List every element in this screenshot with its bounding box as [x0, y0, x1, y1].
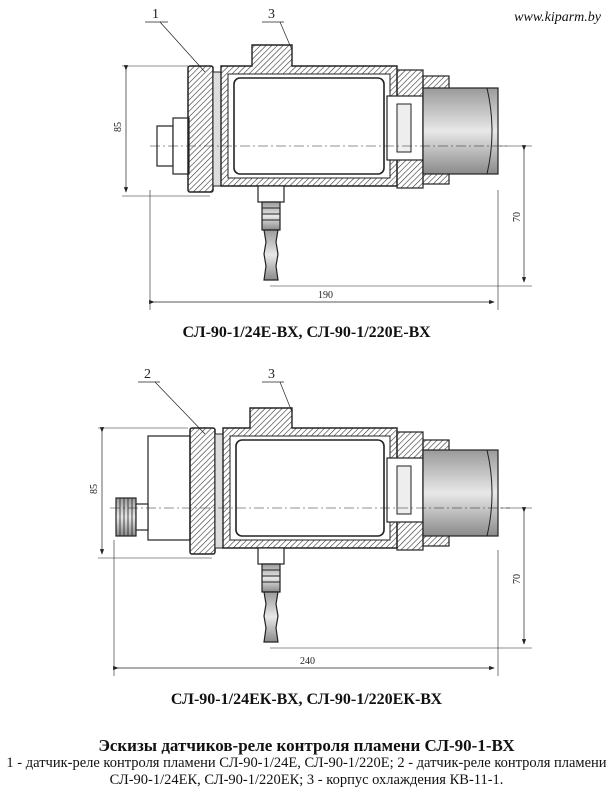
- sensor-drawing-bottom: [98, 381, 532, 676]
- dim-offset-top: 70: [512, 212, 523, 222]
- dim-offset-bottom: 70: [512, 574, 523, 584]
- sheet-title: Эскизы датчиков-реле контроля пламени СЛ…: [98, 736, 515, 755]
- dim-width-top: 190: [318, 290, 333, 301]
- site-watermark: www.kiparm.by: [514, 10, 601, 25]
- callout-label-top-left: 1: [152, 7, 159, 22]
- dim-width-bottom: 240: [300, 656, 315, 667]
- callout-label-top-right: 3: [268, 7, 275, 22]
- sheet-description: 1 - датчик-реле контроля пламени СЛ-90-1…: [6, 755, 607, 788]
- dim-height-bottom: 85: [89, 484, 100, 494]
- callout-label-bottom-left: 2: [144, 367, 151, 382]
- caption-bottom-drawing: СЛ-90-1/24ЕК-ВХ, СЛ-90-1/220ЕК-ВХ: [170, 691, 443, 708]
- callout-label-bottom-right: 3: [268, 367, 275, 382]
- dim-height-top: 85: [113, 122, 124, 132]
- caption-top-drawing: СЛ-90-1/24Е-ВХ, СЛ-90-1/220Е-ВХ: [182, 324, 431, 341]
- sensor-drawing-top: [122, 21, 532, 310]
